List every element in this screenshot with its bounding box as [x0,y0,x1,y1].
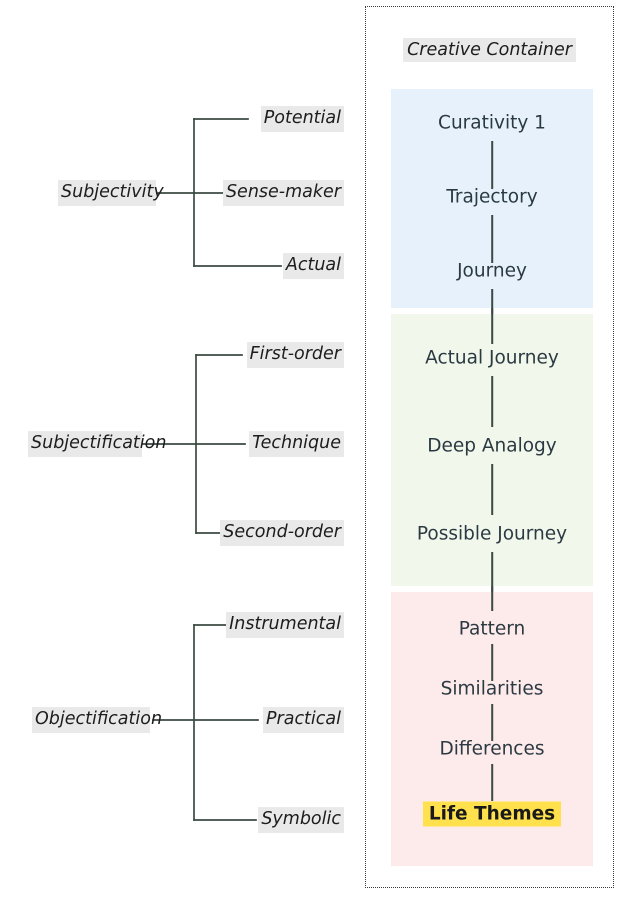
green-band: Actual Journey Deep Analogy Possible Jou… [391,308,593,592]
flow-connector [491,141,493,189]
tree-node-parent[interactable]: Objectification [32,707,162,733]
flow-connector [491,586,493,611]
tree-panel: Subjectivity Potential Sense-maker Actua… [0,0,360,880]
flow-node[interactable]: Differences [439,738,545,760]
tree-node-parent[interactable]: Subjectivity [58,180,164,206]
tree-node-child[interactable]: First-order [246,342,344,368]
flow-node[interactable]: Trajectory [446,186,538,208]
tree-node-child[interactable]: Actual [282,253,344,279]
creative-container: Creative Container Curativity 1 Trajecto… [365,6,614,888]
life-themes-label: Life Themes [422,801,562,827]
flow-connector [491,464,493,515]
tree-node-parent[interactable]: Subjectification [28,431,166,457]
tree-node-child[interactable]: Symbolic [258,807,344,833]
tree-node-child[interactable]: Instrumental [226,612,344,638]
flow-node-life-themes[interactable]: Life Themes [391,801,593,827]
tree-connectors [140,354,246,534]
flow-node[interactable]: Actual Journey [425,347,559,369]
flow-node[interactable]: Journey [457,260,527,282]
flow-node[interactable]: Similarities [440,678,544,700]
flow-connector [491,704,493,741]
flow-connector [491,376,493,427]
tree-node-child[interactable]: Practical [262,707,344,733]
container-title-label: Creative Container [403,38,576,62]
flow-connector [491,552,493,592]
tree-node-child[interactable]: Technique [249,431,344,457]
tree-connectors [152,624,259,821]
tree-node-child[interactable]: Potential [260,106,344,132]
subjectification-tree: Subjectification First-order Technique S… [0,320,360,590]
objectification-tree: Objectification Instrumental Practical S… [0,590,360,880]
tree-node-child[interactable]: Sense-maker [222,180,344,206]
subjectivity-tree: Subjectivity Potential Sense-maker Actua… [0,0,360,320]
flow-node[interactable]: Possible Journey [416,523,568,545]
flow-node[interactable]: Pattern [458,618,526,640]
container-title: Creative Container [366,38,613,62]
flow-connector [491,308,493,344]
tree-connectors [154,118,282,267]
flow-connector [491,215,493,263]
blue-band: Curativity 1 Trajectory Journey [391,89,593,320]
flow-node[interactable]: Deep Analogy [427,435,557,457]
flow-connector [491,764,493,801]
flow-node[interactable]: Curativity 1 [438,112,546,134]
flow-connector [491,644,493,681]
flow-connector [491,289,493,320]
tree-node-child[interactable]: Second-order [220,520,344,546]
pink-band: Pattern Similarities Differences Life Th… [391,586,593,866]
